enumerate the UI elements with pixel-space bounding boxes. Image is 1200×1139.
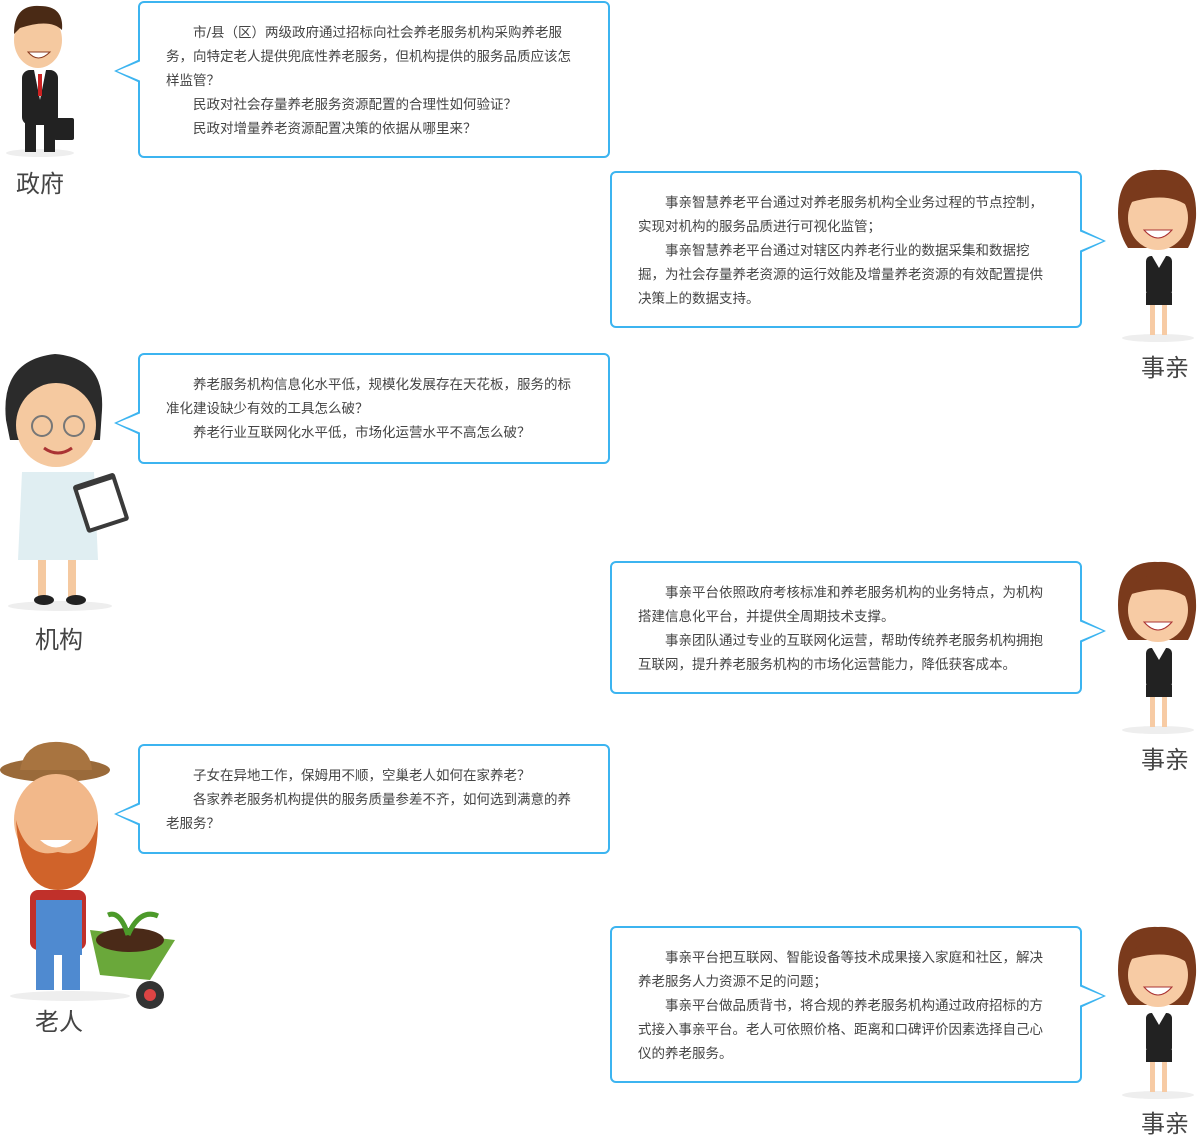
bubble-tail bbox=[114, 411, 141, 435]
shiqin-agent-figure bbox=[1118, 561, 1197, 734]
bubble-paragraph: 市/县（区）两级政府通过招标向社会养老服务机构采购养老服务，向特定老人提供兜底性… bbox=[166, 25, 571, 89]
speaker-label: 事亲 bbox=[1141, 1110, 1189, 1138]
shiqin-agent-figure bbox=[1118, 169, 1197, 342]
bubble-paragraph: 事亲平台做品质背书，将合规的养老服务机构通过政府招标的方式接入事亲平台。老人可依… bbox=[638, 998, 1043, 1062]
speaker-label: 老人 bbox=[35, 1008, 83, 1036]
speech-bubble-government: 市/县（区）两级政府通过招标向社会养老服务机构采购养老服务，向特定老人提供兜底性… bbox=[114, 1, 610, 158]
bubble-tail bbox=[1079, 619, 1106, 643]
speech-bubble-shiqin: 事亲智慧养老平台通过对养老服务机构全业务过程的节点控制，实现对机构的服务品质进行… bbox=[610, 171, 1106, 328]
speech-bubble-shiqin: 事亲平台把互联网、智能设备等技术成果接入家庭和社区，解决养老服务人力资源不足的问… bbox=[610, 926, 1106, 1083]
bubble-tail bbox=[1079, 229, 1106, 253]
bubble-paragraph: 各家养老服务机构提供的服务质量参差不齐，如何选到满意的养老服务？ bbox=[166, 792, 571, 832]
bubble-paragraph: 事亲平台把互联网、智能设备等技术成果接入家庭和社区，解决养老服务人力资源不足的问… bbox=[638, 950, 1043, 990]
bubble-paragraph: 事亲智慧养老平台通过对养老服务机构全业务过程的节点控制，实现对机构的服务品质进行… bbox=[638, 195, 1043, 235]
speech-bubble-institution: 养老服务机构信息化水平低，规模化发展存在天花板，服务的标准化建设缺少有效的工具怎… bbox=[114, 353, 610, 464]
institution-doctor-figure bbox=[5, 354, 129, 611]
bubble-paragraph: 养老行业互联网化水平低，市场化运营水平不高怎么破？ bbox=[193, 425, 531, 441]
speech-bubble-elderly: 子女在异地工作，保姆用不顺，空巢老人如何在家养老？ 各家养老服务机构提供的服务质… bbox=[114, 744, 610, 854]
speaker-label: 机构 bbox=[35, 626, 83, 654]
bubble-paragraph: 养老服务机构信息化水平低，规模化发展存在天花板，服务的标准化建设缺少有效的工具怎… bbox=[166, 377, 571, 417]
speech-bubble-shiqin: 事亲平台依照政府考核标准和养老服务机构的业务特点，为机构搭建信息化平台，并提供全… bbox=[610, 561, 1106, 694]
bubble-paragraph: 民政对社会存量养老服务资源配置的合理性如何验证？ bbox=[193, 97, 517, 113]
government-official-figure bbox=[6, 5, 74, 157]
elderly-farmer-figure bbox=[0, 741, 175, 1009]
bubble-paragraph: 事亲团队通过专业的互联网化运营，帮助传统养老服务机构拥抱互联网，提升养老服务机构… bbox=[638, 633, 1043, 673]
speaker-label: 政府 bbox=[16, 170, 64, 198]
speaker-label: 事亲 bbox=[1141, 746, 1189, 774]
bubble-tail bbox=[114, 802, 141, 826]
bubble-tail bbox=[1079, 984, 1106, 1008]
bubble-tail bbox=[114, 59, 141, 83]
bubble-paragraph: 子女在异地工作，保姆用不顺，空巢老人如何在家养老？ bbox=[193, 768, 531, 784]
bubble-paragraph: 民政对增量养老资源配置决策的依据从哪里来？ bbox=[193, 121, 477, 137]
bubble-paragraph: 事亲平台依照政府考核标准和养老服务机构的业务特点，为机构搭建信息化平台，并提供全… bbox=[638, 585, 1043, 625]
shiqin-agent-figure bbox=[1118, 926, 1197, 1099]
bubble-paragraph: 事亲智慧养老平台通过对辖区内养老行业的数据采集和数据挖掘，为社会存量养老资源的运… bbox=[638, 243, 1043, 307]
speaker-label: 事亲 bbox=[1141, 354, 1189, 382]
